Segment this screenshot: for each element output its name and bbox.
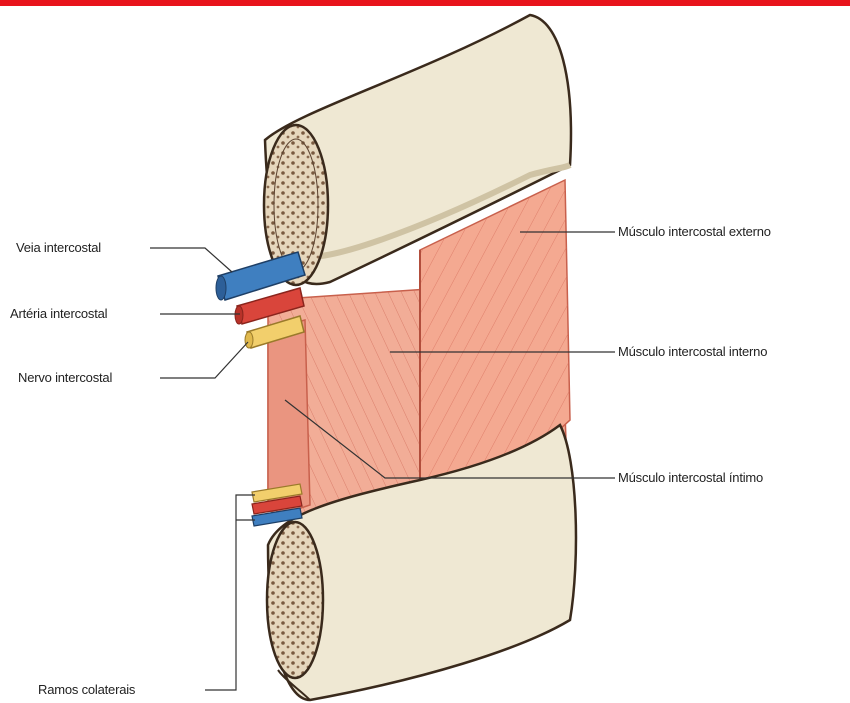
label-ramos-colaterais: Ramos colaterais — [38, 682, 135, 698]
nervo-leader — [160, 342, 248, 378]
collateral-branches — [252, 484, 302, 526]
label-musculo-intercostal-interno: Músculo intercostal interno — [618, 344, 767, 360]
veia-leader — [150, 248, 232, 272]
label-arteria-intercostal: Artéria intercostal — [10, 306, 107, 322]
label-nervo-intercostal: Nervo intercostal — [18, 370, 112, 386]
ramos-leader — [205, 495, 255, 690]
label-musculo-intercostal-intimo: Músculo intercostal íntimo — [618, 470, 763, 486]
label-veia-intercostal: Veia intercostal — [16, 240, 101, 256]
intercostal-vessels-main — [216, 252, 305, 348]
label-musculo-intercostal-externo: Músculo intercostal externo — [618, 224, 771, 240]
lower-rib-cross-section — [267, 522, 323, 678]
